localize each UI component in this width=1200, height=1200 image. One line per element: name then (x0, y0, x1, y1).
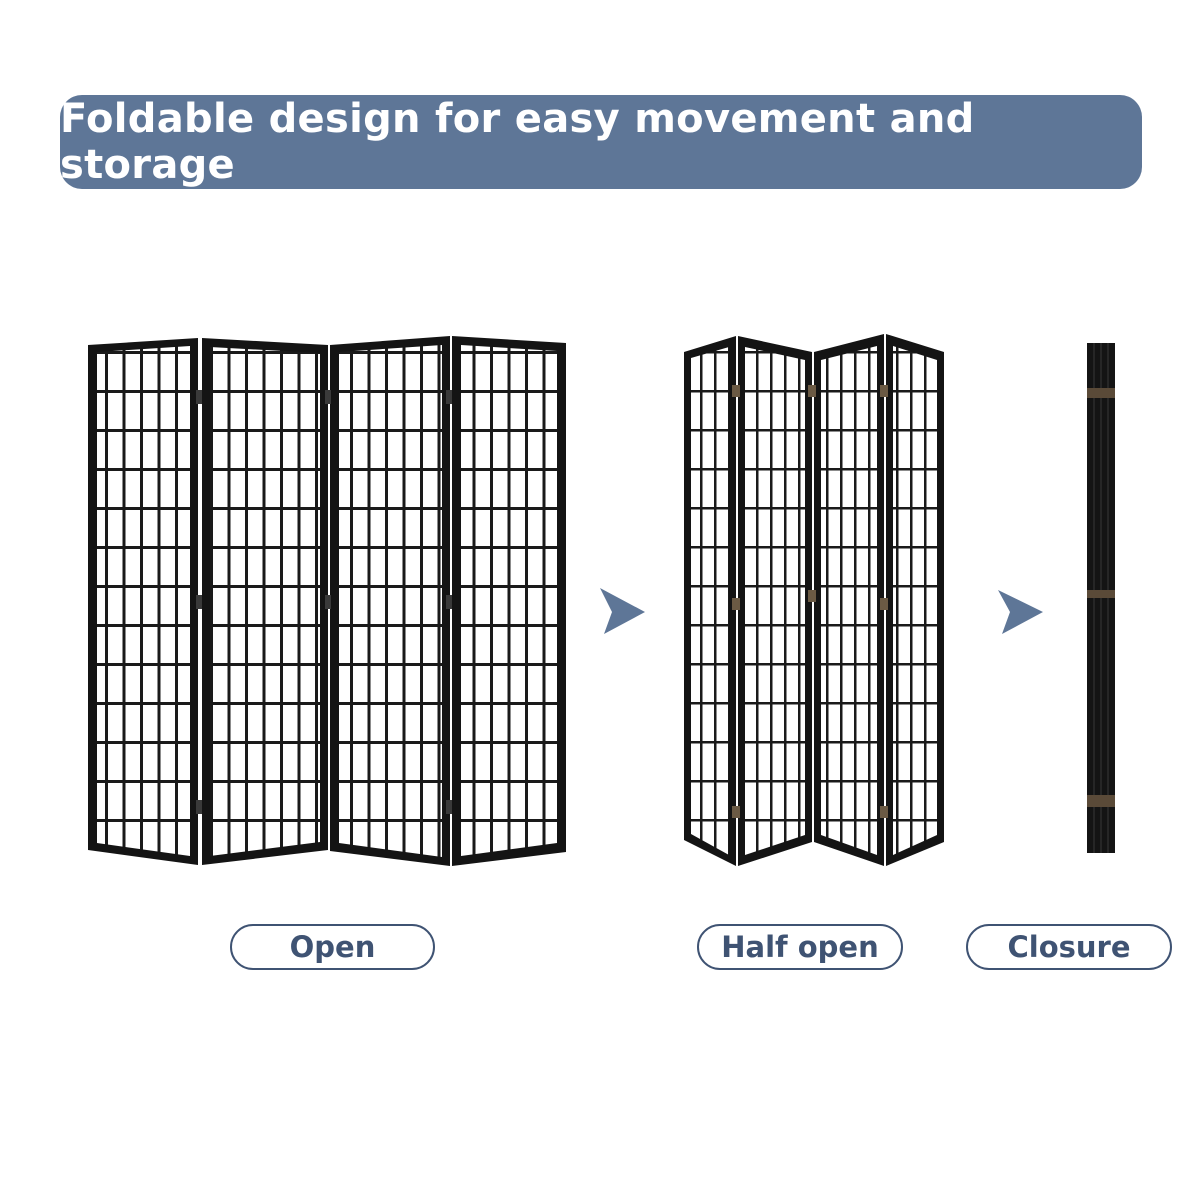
half-open-label: Half open (721, 930, 879, 964)
half-open-screen (684, 334, 944, 866)
banner-title: Foldable design for easy movement and st… (60, 96, 975, 188)
open-panel-1 (88, 338, 198, 865)
open-panel-3 (330, 336, 450, 866)
open-panel-2 (202, 338, 328, 865)
closed-screen (1087, 343, 1115, 853)
half-open-panel-2 (738, 336, 812, 866)
half-open-label-pill: Half open (697, 924, 903, 970)
title-banner: Foldable design for easy movement and st… (60, 95, 1142, 189)
half-open-panel-1 (684, 336, 736, 866)
open-screen (88, 336, 566, 866)
open-label: Open (289, 930, 376, 964)
closure-label: Closure (1007, 930, 1131, 964)
half-open-panel-4 (886, 334, 944, 866)
closure-label-pill: Closure (966, 924, 1172, 970)
arrow-right-icon (600, 588, 645, 634)
open-panel-4 (452, 336, 566, 866)
open-label-pill: Open (230, 924, 435, 970)
arrow-right-icon (998, 590, 1043, 634)
half-open-panel-3 (814, 334, 884, 866)
